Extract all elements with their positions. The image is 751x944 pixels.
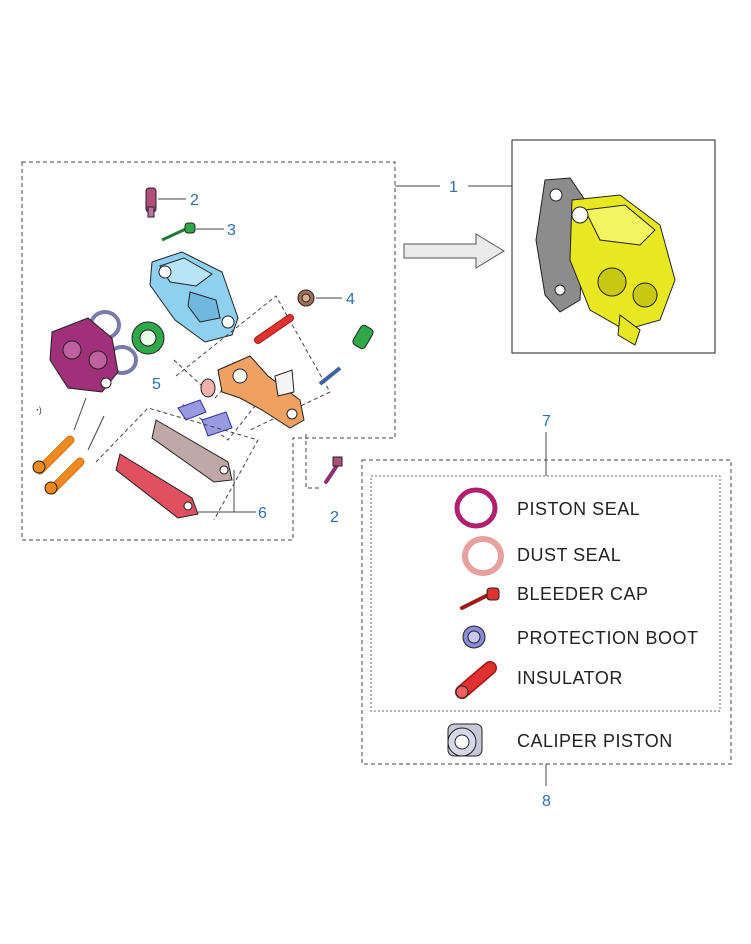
callout-2-top: 2	[190, 192, 199, 209]
green-boot-illustration	[352, 324, 374, 350]
bleeder-valve-illustration	[145, 187, 157, 218]
retainer-clip-illustration	[274, 369, 295, 397]
small-boot-illustration	[200, 378, 216, 398]
brake-pad-rear-illustration	[151, 419, 233, 483]
caliper-body-illustration	[149, 251, 239, 343]
caliper-piston-icon	[447, 723, 483, 757]
legend-item-protection-boot: PROTECTION BOOT	[517, 628, 699, 648]
legend-item-insulator: INSULATOR	[517, 668, 623, 688]
bolt-leader-1	[73, 397, 87, 431]
callout-3: 3	[227, 222, 236, 239]
assembled-caliper-illustration	[535, 177, 676, 346]
caliper-bolts-illustration	[32, 435, 85, 495]
bottom-bolt-illustration	[324, 456, 343, 484]
insulator-icon	[455, 661, 497, 699]
piston-seal-icon	[454, 487, 498, 529]
caliper-half-illustration	[49, 317, 119, 393]
legend-item-piston-seal: PISTON SEAL	[517, 499, 640, 519]
callout-2-bottom: 2	[330, 509, 339, 526]
assembly-arrow-icon	[403, 233, 505, 269]
callout-1: 1	[449, 179, 458, 196]
legend-item-caliper-piston: CALIPER PISTON	[517, 731, 673, 751]
legend-item-dust-seal: DUST SEAL	[517, 545, 621, 565]
slide-pin-illustration	[254, 314, 294, 344]
callout-6: 6	[258, 505, 267, 522]
callout-5: 5	[152, 376, 161, 393]
legend-item-bleeder-cap: BLEEDER CAP	[517, 584, 649, 604]
pad-group-dashed-outline	[95, 407, 259, 521]
callout-7: 7	[542, 413, 551, 430]
protection-boot-icon	[462, 625, 486, 649]
dust-seal-icon	[462, 536, 504, 576]
brake-pad-front-illustration	[115, 453, 199, 519]
bolt-leader-2	[87, 415, 105, 451]
marking-small-left: ꞏ)	[36, 405, 42, 415]
bleeder-cap-icon	[460, 587, 500, 610]
caliper-bracket-illustration	[217, 355, 305, 429]
callout-8: 8	[542, 793, 551, 810]
callout-4: 4	[346, 291, 355, 308]
green-caliper-piston-illustration	[131, 321, 165, 355]
guide-pin-illustration	[318, 366, 342, 386]
assembly-dashed-outline	[21, 161, 396, 541]
bottom-bolt-dashed-leader	[305, 434, 322, 489]
bleeder-cap-part-illustration	[161, 222, 196, 242]
cap-nut-illustration	[297, 289, 315, 307]
